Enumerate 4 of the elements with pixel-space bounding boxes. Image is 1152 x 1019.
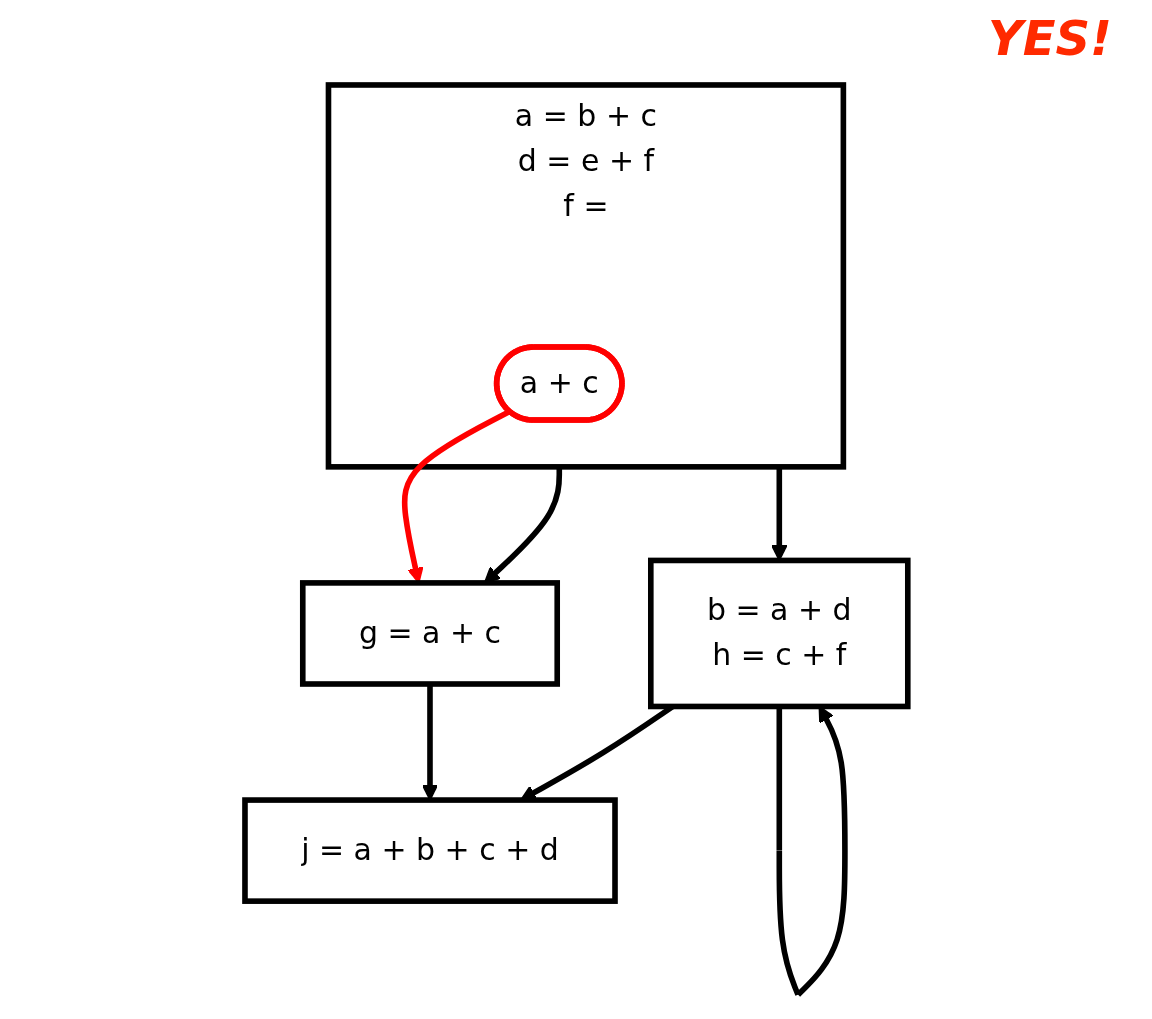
node-box: j = a + b + c + d: [241, 797, 618, 904]
node-box: g = a + c: [299, 580, 560, 687]
node-box: b = a + d h = c + f: [647, 557, 911, 710]
title: YES!: [988, 10, 1112, 66]
